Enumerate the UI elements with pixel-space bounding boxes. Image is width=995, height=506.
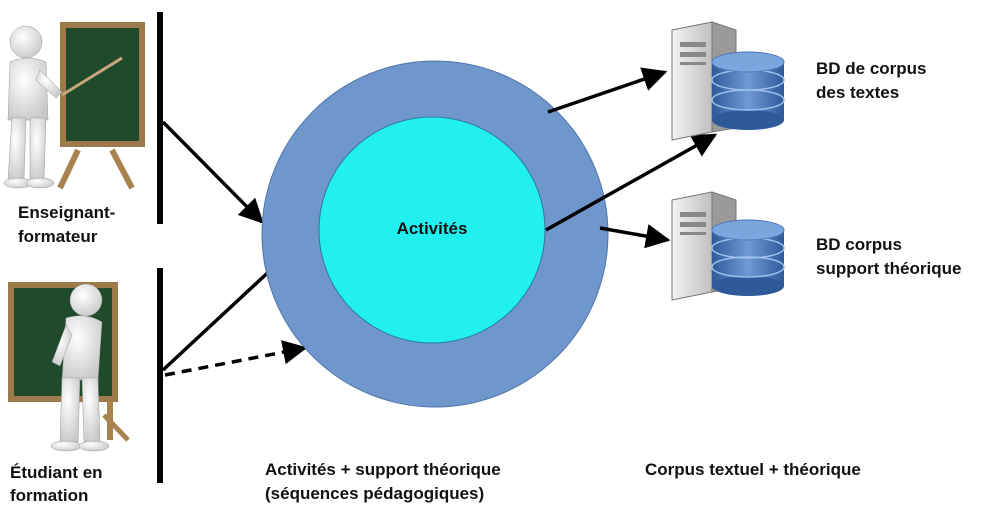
arrow-to-theory-db [599, 224, 671, 249]
theory-db-label-line2: support théorique [816, 259, 961, 278]
texts-db-label-line1: BD de corpus [816, 59, 927, 78]
arrow-to-texts-db-top [547, 67, 668, 114]
teacher-bar [157, 12, 163, 224]
student-bar [157, 268, 163, 483]
activities-label: Activités [397, 219, 468, 238]
arrow-activities-to-texts-db [545, 133, 718, 232]
student-label-line1: Étudiant en [10, 463, 103, 482]
arrow-teacher-to-activities [161, 120, 264, 224]
texts-db-label-line2: des textes [816, 83, 899, 102]
right-caption: Corpus textuel + théorique [645, 460, 861, 479]
theory-database-icon [671, 191, 785, 301]
texts-database-icon [671, 21, 785, 141]
theory-db-label-line1: BD corpus [816, 235, 902, 254]
activities-circle [318, 116, 546, 344]
middle-caption-line2: (séquences pédagogiques) [265, 484, 484, 503]
student-label-line2: formation [10, 486, 88, 505]
teacher-figure-icon [3, 22, 145, 190]
arrow-student-dashed [164, 340, 308, 377]
student-figure-icon [8, 282, 130, 452]
teacher-label-line2: formateur [18, 227, 98, 246]
teacher-label-line1: Enseignant- [18, 203, 115, 222]
middle-caption-line1: Activités + support théorique [265, 460, 501, 479]
